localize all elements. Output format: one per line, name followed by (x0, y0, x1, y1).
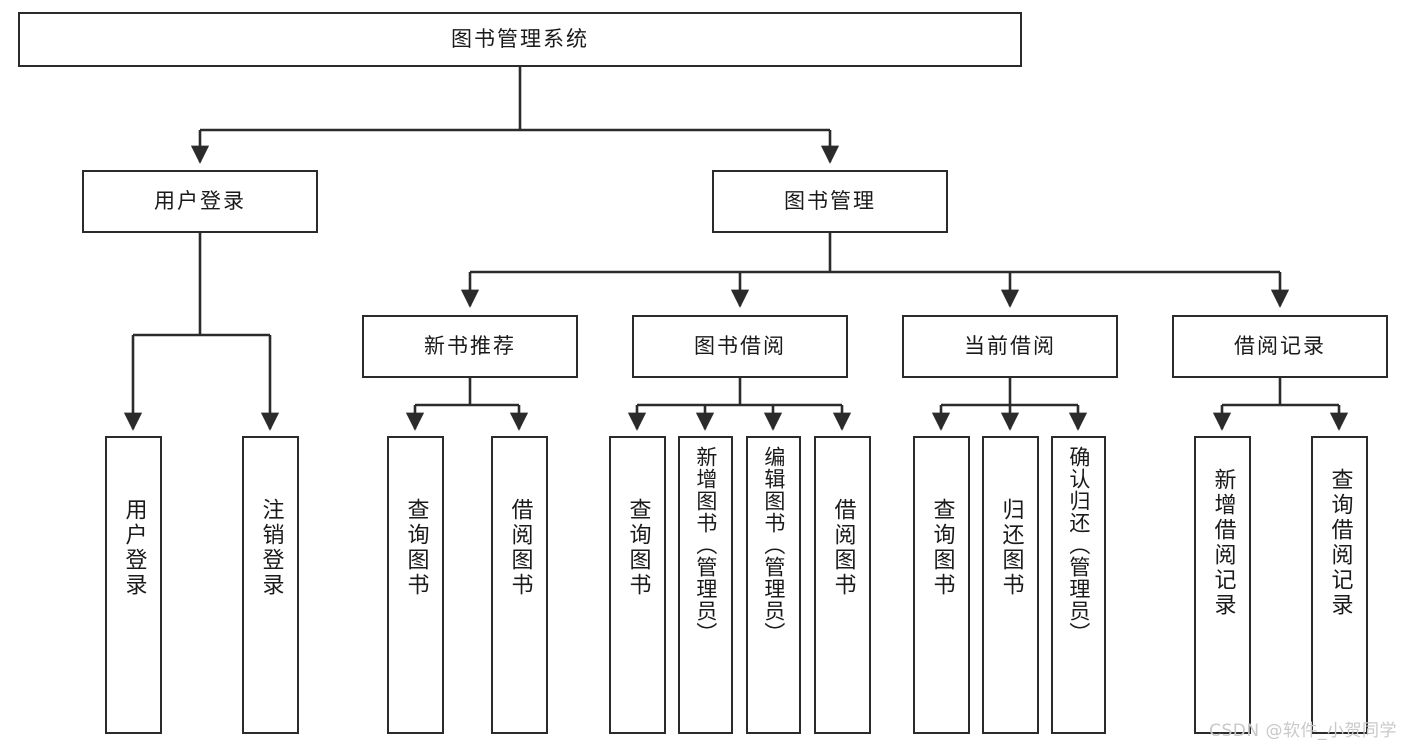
leaf-logout-login-label: 注销登录 (258, 498, 284, 598)
leaf-query-record-label: 查询借阅记录 (1327, 468, 1353, 618)
node-new-book-recommend[interactable]: 新书推荐 (362, 315, 578, 378)
node-root-label: 图书管理系统 (451, 27, 589, 52)
leaf-borrow-book-2[interactable]: 借阅图书 (814, 436, 871, 734)
leaf-user-login[interactable]: 用户登录 (105, 436, 162, 734)
leaf-borrow-book-2-label: 借阅图书 (830, 498, 856, 598)
node-book-borrow-label: 图书借阅 (694, 334, 786, 359)
leaf-edit-book-label: 编辑图书（管理员） (761, 446, 786, 644)
node-current-borrow-label: 当前借阅 (964, 334, 1056, 359)
leaf-return-book[interactable]: 归还图书 (982, 436, 1039, 734)
node-user-login[interactable]: 用户登录 (82, 170, 318, 233)
leaf-query-record[interactable]: 查询借阅记录 (1311, 436, 1368, 734)
leaf-logout-login[interactable]: 注销登录 (242, 436, 299, 734)
node-root[interactable]: 图书管理系统 (18, 12, 1022, 67)
leaf-user-login-label: 用户登录 (121, 498, 147, 598)
leaf-borrow-book-1-label: 借阅图书 (507, 498, 533, 598)
leaf-confirm-return[interactable]: 确认归还（管理员） (1051, 436, 1106, 734)
leaf-query-book-1-label: 查询图书 (403, 498, 429, 598)
leaf-query-book-1[interactable]: 查询图书 (387, 436, 444, 734)
node-user-login-label: 用户登录 (154, 189, 246, 214)
node-book-manage-label: 图书管理 (784, 189, 876, 214)
node-book-borrow[interactable]: 图书借阅 (632, 315, 848, 378)
csdn-watermark: CSDN @软件_小贺同学 (1209, 721, 1397, 741)
leaf-add-record-label: 新增借阅记录 (1210, 468, 1236, 618)
leaf-query-book-3[interactable]: 查询图书 (913, 436, 970, 734)
leaf-return-book-label: 归还图书 (998, 498, 1024, 598)
leaf-query-book-2-label: 查询图书 (625, 498, 651, 598)
node-new-book-recommend-label: 新书推荐 (424, 334, 516, 359)
node-borrow-record-label: 借阅记录 (1234, 334, 1326, 359)
leaf-confirm-return-label: 确认归还（管理员） (1066, 446, 1091, 644)
leaf-borrow-book-1[interactable]: 借阅图书 (491, 436, 548, 734)
node-book-manage[interactable]: 图书管理 (712, 170, 948, 233)
leaf-add-record[interactable]: 新增借阅记录 (1194, 436, 1251, 734)
leaf-edit-book[interactable]: 编辑图书（管理员） (746, 436, 801, 734)
node-current-borrow[interactable]: 当前借阅 (902, 315, 1118, 378)
node-borrow-record[interactable]: 借阅记录 (1172, 315, 1388, 378)
leaf-query-book-3-label: 查询图书 (929, 498, 955, 598)
leaf-add-book[interactable]: 新增图书（管理员） (678, 436, 733, 734)
leaf-add-book-label: 新增图书（管理员） (693, 446, 718, 644)
leaf-query-book-2[interactable]: 查询图书 (609, 436, 666, 734)
